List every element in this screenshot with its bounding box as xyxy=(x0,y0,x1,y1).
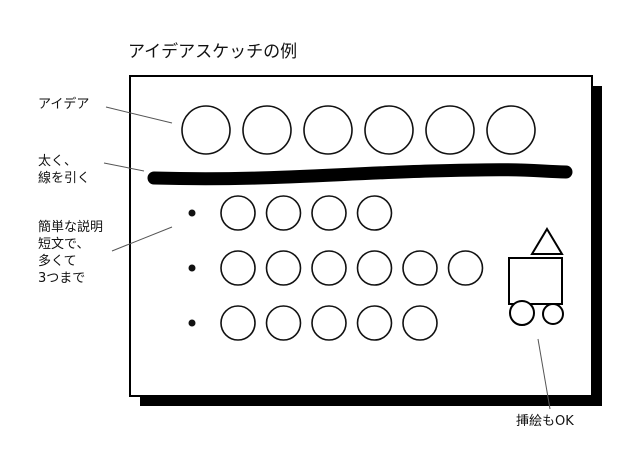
wheel-right xyxy=(542,303,564,325)
description-circle xyxy=(311,250,347,286)
description-circle xyxy=(311,195,347,231)
bullet-dot xyxy=(188,264,196,272)
description-circle xyxy=(220,195,256,231)
description-circle xyxy=(265,305,302,341)
idea-circle xyxy=(486,105,536,155)
description-circle xyxy=(356,305,393,341)
idea-circle xyxy=(181,105,231,155)
idea-circle xyxy=(242,105,292,155)
leader-thick-line xyxy=(103,162,145,172)
thick-brush-line xyxy=(147,163,573,186)
description-circle xyxy=(220,305,256,341)
description-circle xyxy=(265,195,302,231)
description-circle xyxy=(447,250,484,286)
page-title: アイデアスケッチの例 xyxy=(128,42,298,62)
description-circle xyxy=(220,250,256,286)
description-circle xyxy=(356,250,393,286)
leader-idea xyxy=(105,106,173,124)
idea-circle xyxy=(303,105,353,155)
description-circle xyxy=(402,305,438,341)
label-description: 簡単な説明 短文で、 多くて 3つまで xyxy=(38,220,104,286)
bullet-rows xyxy=(188,195,484,341)
bullet-dot xyxy=(188,209,196,217)
idea-circle xyxy=(364,105,414,155)
triangle-shape xyxy=(530,227,564,255)
idea-row xyxy=(181,105,536,155)
description-circle xyxy=(265,250,302,286)
label-illustration: 挿絵もOK xyxy=(516,414,574,429)
leader-illustration xyxy=(537,338,551,410)
description-circle xyxy=(402,250,438,286)
wheel-left xyxy=(509,300,535,326)
box-shape xyxy=(508,257,563,305)
description-circle xyxy=(311,305,347,341)
bullet-dot xyxy=(188,319,196,327)
idea-circle xyxy=(425,105,475,155)
label-thick-line: 太く、 線を引く xyxy=(38,154,91,186)
leader-description xyxy=(111,226,173,252)
label-idea: アイデア xyxy=(38,97,90,112)
description-circle xyxy=(356,195,393,231)
illustration-sketch xyxy=(508,227,564,326)
